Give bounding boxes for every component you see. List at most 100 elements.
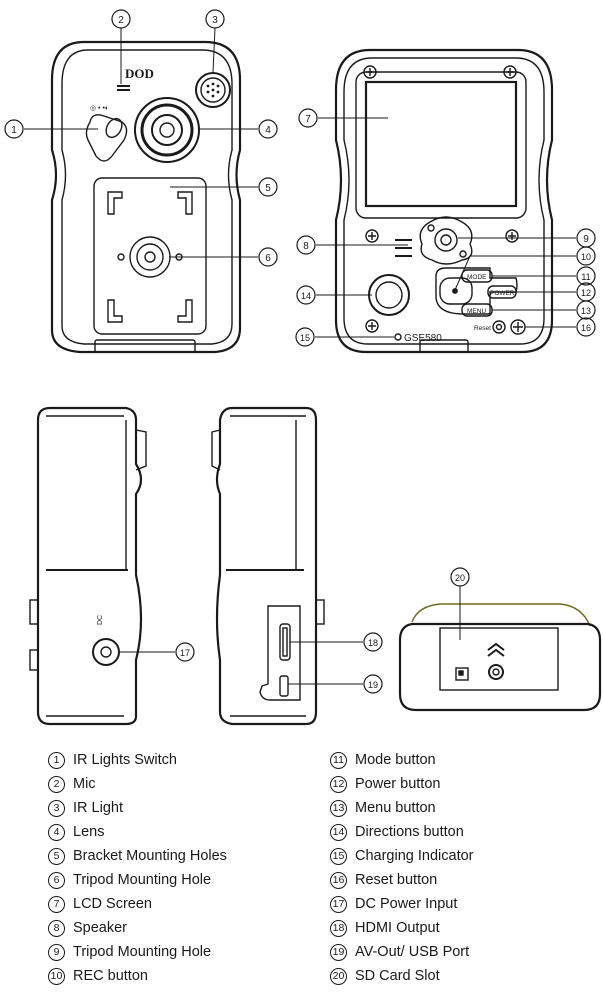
legend-label: Bracket Mounting Holes (73, 848, 227, 864)
front-body-inner (61, 49, 233, 345)
legend-number: 13 (330, 799, 347, 817)
back-body-inner (343, 57, 545, 345)
callout-num-12: 12 (581, 288, 591, 298)
legend-label: Charging Indicator (355, 848, 474, 864)
callout-5 (258, 177, 278, 197)
legend-label: Directions button (355, 824, 464, 840)
callout-num-11: 11 (581, 272, 590, 282)
legend-label: LCD Screen (73, 896, 152, 912)
power-label: POWER (490, 290, 515, 297)
ir-switch[interactable] (85, 114, 128, 162)
leader-lines (24, 27, 576, 685)
legend-label: IR Light (73, 800, 123, 816)
callout-10 (576, 246, 596, 266)
callout-num-10: 10 (581, 252, 591, 262)
callout-num-1: 1 (11, 125, 17, 136)
dc-power-input (92, 638, 120, 666)
tripod-mount-front (129, 236, 171, 278)
callout-13 (576, 300, 596, 320)
menu-label: MENU (467, 308, 486, 315)
legend-label: Reset button (355, 872, 438, 888)
charging-indicator (394, 333, 402, 341)
speaker (395, 239, 412, 257)
callout-4 (258, 119, 278, 139)
side-left-outline (36, 406, 143, 726)
reset-label: Reset (474, 325, 491, 332)
port-cover (259, 605, 301, 701)
callout-14 (296, 285, 316, 305)
legend-item: 13 Menu button (330, 796, 474, 820)
legend-number: 12 (330, 775, 347, 793)
legend-number: 6 (48, 871, 65, 889)
bottom-top-edge (411, 603, 591, 627)
callout-num-2: 2 (118, 15, 124, 26)
legend-label: Mode button (355, 752, 436, 768)
mode-label: MODE (467, 274, 487, 281)
legend-label: Menu button (355, 800, 436, 816)
legend-number: 19 (330, 943, 347, 961)
svg-text:◎ • •◐: ◎ • •◐ (90, 105, 109, 112)
legend-label: Tripod Mounting Hole (73, 944, 212, 960)
legend-item: 8 Speaker (48, 916, 227, 940)
legend-label: REC button (73, 968, 148, 984)
legend-number: 3 (48, 799, 65, 817)
legend-item: 14 Directions button (330, 820, 474, 844)
bracket-plate (93, 177, 207, 335)
model-label: GSE580 (404, 333, 442, 344)
tripod-mount-back (419, 216, 473, 265)
legend-number: 2 (48, 775, 65, 793)
legend-number: 18 (330, 919, 347, 937)
callout-15 (295, 327, 315, 347)
callout-11 (576, 266, 596, 286)
legend-number: 14 (330, 823, 347, 841)
hdmi-output (279, 623, 291, 661)
bottom-view (398, 603, 602, 712)
legend-label: Power button (355, 776, 441, 792)
callout-num-14: 14 (301, 291, 311, 301)
callout-num-8: 8 (303, 241, 309, 252)
reset-button[interactable] (492, 320, 506, 334)
legend-label: Tripod Mounting Hole (73, 872, 212, 888)
callout-num-6: 6 (265, 253, 271, 264)
callout-2 (111, 9, 131, 29)
device-diagram: DOD ◎ • •◐ (4, 9, 602, 726)
callout-17 (175, 642, 195, 662)
legend-item: 12 Power button (330, 772, 474, 796)
back-body-outline (334, 48, 554, 354)
front-body-outline (50, 40, 242, 354)
legend-label: Lens (73, 824, 105, 840)
rec-button[interactable] (439, 277, 473, 305)
callout-num-20: 20 (455, 573, 465, 583)
callout-numbers: 1 2 3 4 5 6 7 8 9 10 11 12 13 14 15 16 1… (11, 15, 591, 690)
legend-number: 1 (48, 751, 65, 769)
legend-label: Speaker (73, 920, 128, 936)
legend-number: 9 (48, 943, 65, 961)
lcd-screen (364, 80, 518, 208)
legend-number: 16 (330, 871, 347, 889)
callout-num-13: 13 (581, 306, 591, 316)
directions-button[interactable] (368, 274, 410, 316)
callout-16 (576, 317, 596, 337)
bottom-body-outline (398, 622, 602, 712)
lens (134, 97, 200, 163)
legend-number: 11 (330, 751, 347, 769)
legend-number: 8 (48, 919, 65, 937)
sd-card-slot (455, 667, 469, 681)
callout-num-4: 4 (265, 125, 271, 136)
legend-number: 4 (48, 823, 65, 841)
av-usb-port (279, 675, 289, 697)
back-view: MODE POWER MENU GSE580 Reset (334, 48, 554, 354)
legend-number: 7 (48, 895, 65, 913)
callout-num-5: 5 (265, 183, 271, 194)
legend-number: 20 (330, 967, 347, 985)
callout-3 (205, 9, 225, 29)
